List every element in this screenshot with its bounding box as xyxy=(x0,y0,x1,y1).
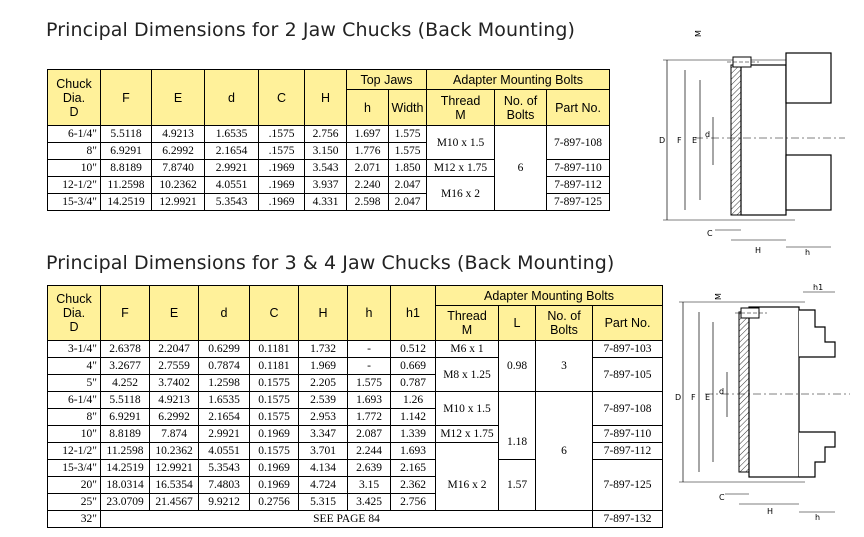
bolts-cell: 6 xyxy=(494,125,548,211)
label-d-outer: D xyxy=(675,393,681,402)
header-e: E xyxy=(151,69,205,126)
part-cell: 7-897-112 xyxy=(591,442,664,460)
label-f: F xyxy=(677,136,682,145)
header-d: d xyxy=(198,285,250,341)
part-cell: 7-897-108 xyxy=(591,391,664,426)
label-d-outer: D xyxy=(659,136,665,145)
header-part-no: Part No. xyxy=(546,89,611,126)
header-h: H xyxy=(298,285,348,341)
label-h-big: H xyxy=(755,246,761,255)
label-m: M xyxy=(694,30,703,37)
label-h1: h1 xyxy=(813,283,823,292)
label-m: M xyxy=(714,293,723,300)
header-c: C xyxy=(249,285,299,341)
thread-cell: M8 x 1.25 xyxy=(435,357,499,392)
see-page-note: SEE PAGE 84 xyxy=(100,510,593,528)
part-cell: 7-897-110 xyxy=(591,425,664,443)
header-f: F xyxy=(100,285,150,341)
header-jaw-width: Width xyxy=(387,89,428,126)
label-h-small: h xyxy=(805,248,810,257)
thread-cell: M12 x 1.75 xyxy=(435,425,499,443)
header-f: F xyxy=(100,69,152,126)
section1-title: Principal Dimensions for 2 Jaw Chucks (B… xyxy=(46,19,576,41)
header-c: C xyxy=(258,69,305,126)
label-e: E xyxy=(692,136,697,145)
header-adapter-bolts: Adapter Mounting Bolts xyxy=(434,285,664,306)
label-c: C xyxy=(707,229,713,238)
bolts-cell: 6 xyxy=(535,391,593,511)
thread-cell: M16 x 2 xyxy=(426,176,496,211)
label-f: F xyxy=(691,393,696,402)
bolts-cell: 3 xyxy=(535,340,593,392)
part-cell: 7-897-132 xyxy=(591,510,664,528)
label-e: E xyxy=(705,393,710,402)
part-cell: 7-897-125 xyxy=(591,459,664,511)
l-cell: 0.98 xyxy=(498,340,536,392)
header-h: H xyxy=(304,69,347,126)
l-cell: 1.18 xyxy=(498,425,536,460)
header-part-no: Part No. xyxy=(591,305,664,341)
header-jaw-h: h xyxy=(346,89,389,126)
part-cell: 7-897-112 xyxy=(546,176,611,194)
part-cell: 7-897-110 xyxy=(546,159,611,177)
three-four-jaw-chuck-drawing: M D F E d C H h h1 xyxy=(675,283,850,522)
thread-cell: M16 x 2 xyxy=(435,459,499,511)
thread-cell: M10 x 1.5 xyxy=(426,125,496,160)
label-h-small: h xyxy=(815,513,820,522)
part-cell: 7-897-108 xyxy=(546,125,611,160)
l-cell: 1.57 xyxy=(498,459,536,511)
thread-cell: M6 x 1 xyxy=(435,340,499,358)
header-top-jaws: Top Jaws xyxy=(345,69,428,90)
header-d: d xyxy=(204,69,259,126)
header-small-h: h xyxy=(347,285,391,341)
label-d-small: d xyxy=(719,387,724,396)
part-cell: 7-897-125 xyxy=(546,193,611,211)
two-jaw-chuck-drawing: M D F E d C H h xyxy=(659,30,845,257)
label-c: C xyxy=(719,493,725,502)
table-row: 32" SEE PAGE 84 7-897-132 xyxy=(47,510,664,528)
thread-cell: M12 x 1.75 xyxy=(426,159,496,177)
label-h-big: H xyxy=(767,507,773,516)
label-d-small: d xyxy=(705,130,710,139)
header-h1: h1 xyxy=(390,285,436,341)
part-cell: 7-897-103 xyxy=(591,340,664,358)
thread-cell: M10 x 1.5 xyxy=(435,391,499,426)
header-e: E xyxy=(149,285,199,341)
header-l: L xyxy=(498,305,536,341)
part-cell: 7-897-105 xyxy=(591,357,664,392)
section2-title: Principal Dimensions for 3 & 4 Jaw Chuck… xyxy=(46,252,615,274)
header-adapter-bolts: Adapter Mounting Bolts xyxy=(426,69,611,90)
